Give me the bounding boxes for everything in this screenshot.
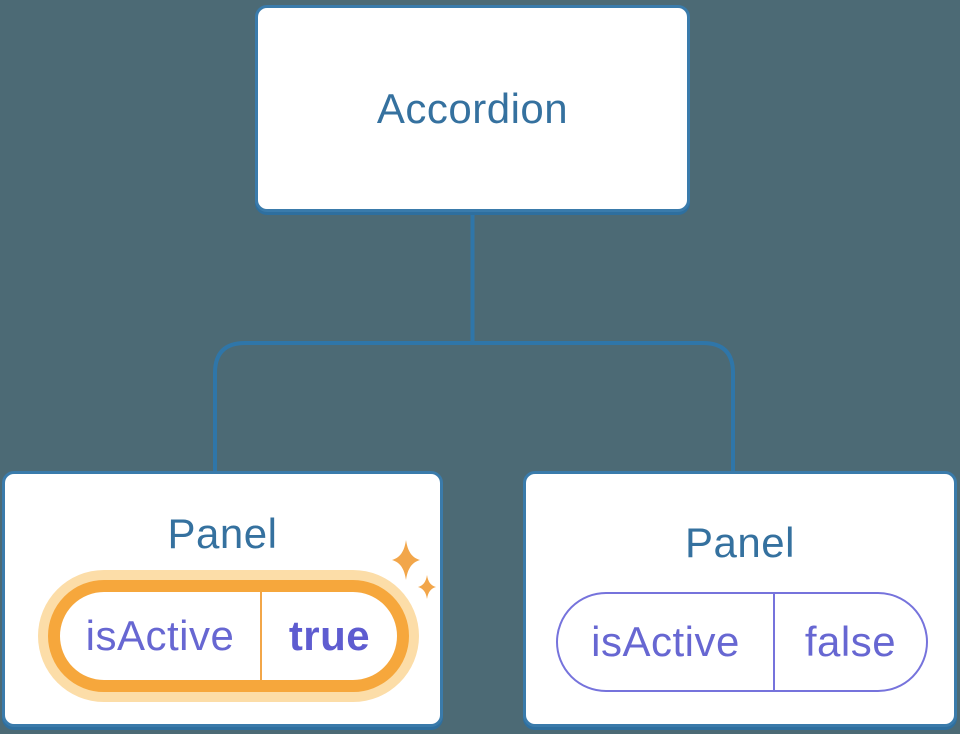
panel-node-inactive: Panel isActive false (523, 471, 957, 727)
panel-title: Panel (167, 510, 278, 557)
state-value: true (288, 612, 371, 659)
sparkles-icon (392, 540, 436, 599)
state-key: isActive (85, 612, 235, 659)
pill-divider (773, 594, 775, 690)
state-pill-inactive: isActive false (556, 592, 928, 692)
accordion-label: Accordion (376, 84, 569, 132)
state-key: isActive (591, 618, 740, 665)
state-pill-active: isActive true (48, 580, 409, 692)
state-value: false (804, 618, 897, 665)
panel-node-active: Panel isActive true (2, 471, 443, 727)
panel-title: Panel (685, 519, 795, 566)
accordion-node: Accordion (255, 5, 690, 212)
pill-divider (260, 592, 262, 680)
